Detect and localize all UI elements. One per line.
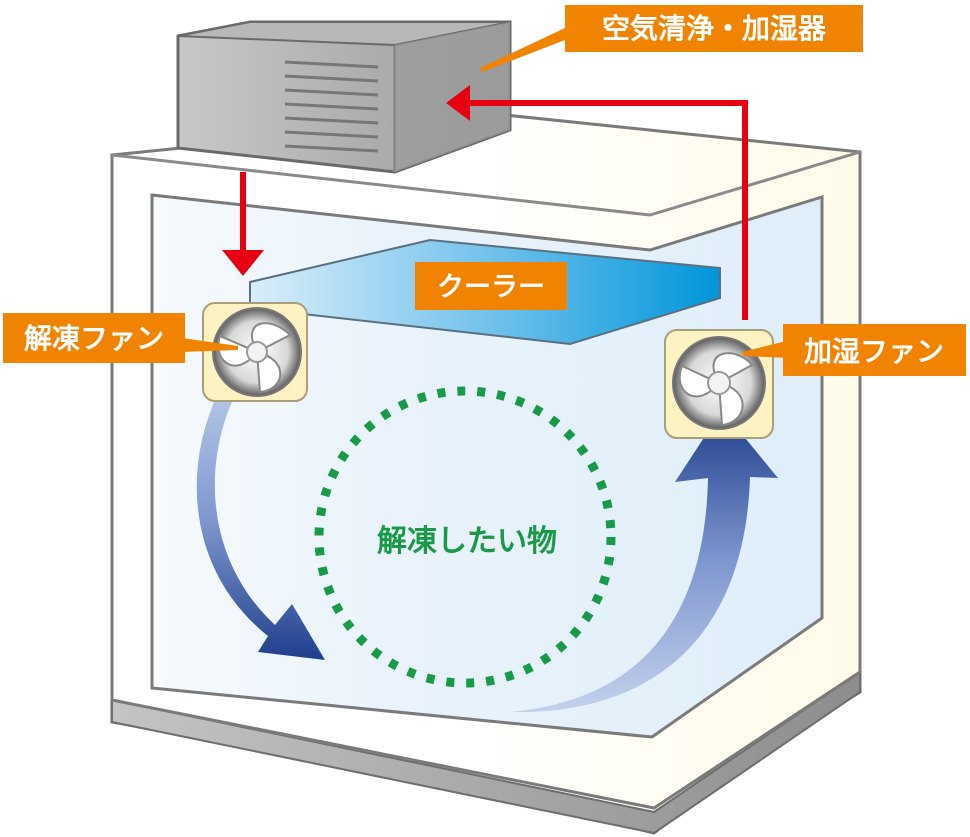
airflow-arrow-up [510,410,778,713]
label-purifier-text: 空気清浄・加湿器 [602,12,827,45]
air-purifier-humidifier-unit [176,20,512,174]
chamber-interior [150,193,824,739]
thaw-fan [202,302,308,402]
humid-fan-leader-line [742,340,790,358]
airflow-arrow-down [196,380,325,660]
vent-grille [284,60,379,153]
label-cooler: クーラー [415,262,567,310]
label-thaw-fan-text: 解凍ファン [24,322,164,355]
target-ring [314,386,616,688]
label-purifier: 空気清浄・加湿器 [565,5,863,52]
label-thaw-fan: 解凍ファン [3,313,185,363]
label-humid-fan: 加湿ファン [783,324,966,376]
duct-return-arrow [446,85,748,320]
label-target-text: 解凍したい物 [377,524,557,559]
duct-down-arrow [222,172,264,276]
label-humid-fan-text: 加湿ファン [804,335,944,368]
label-cooler-text: クーラー [437,272,545,303]
humidifier-fan [664,329,774,439]
thaw-fan-leader-line [182,338,238,352]
purifier-leader-line [480,28,565,72]
